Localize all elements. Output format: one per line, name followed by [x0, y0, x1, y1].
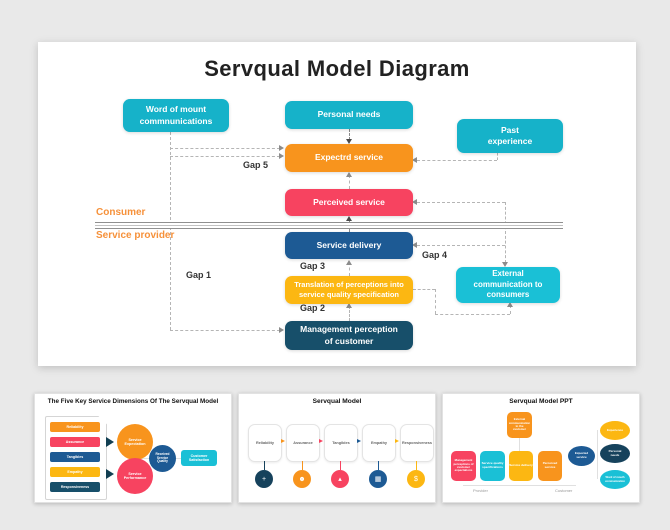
empathy-icon: ▦ — [369, 470, 387, 488]
service-delivery-box: Service delivery — [509, 451, 533, 481]
personal-needs-box: Personal needs — [285, 101, 413, 129]
provider-label: Provider — [473, 488, 488, 493]
thumb1-title: The Five Key Service Dimensions Of The S… — [47, 398, 219, 405]
connector-wom-expected-2 — [170, 156, 280, 157]
arrow-icon — [319, 439, 323, 443]
connector-translation-external-4 — [510, 305, 511, 314]
experience-ellipse: Experience — [600, 421, 630, 440]
arrow-icon — [395, 439, 399, 443]
connector — [463, 485, 576, 486]
external-communication-box: External communication to consumers — [456, 267, 560, 303]
thumb3-title: Servqual Model PPT — [509, 398, 573, 405]
gap4-label: Gap 4 — [422, 250, 448, 260]
dimension-bar: Assurance — [50, 437, 100, 447]
connector — [597, 430, 598, 479]
tangibles-icon: ▴ — [331, 470, 349, 488]
item-box: Reliability — [248, 424, 282, 462]
customer-label: Customer — [555, 488, 573, 493]
gap1-label: Gap 1 — [186, 270, 212, 280]
arrow-icon — [106, 437, 114, 447]
item-box: Empathy — [362, 424, 396, 462]
arrowhead — [412, 199, 417, 205]
word-of-mouth-box: Word of mount commnunications — [123, 99, 229, 132]
connector — [302, 461, 303, 470]
arrow-icon — [281, 439, 285, 443]
management-perception-box: Management perception of customer — [285, 321, 413, 350]
customer-satisfaction-box: Customer Satisfaction — [181, 450, 217, 466]
past-experience-box: Past experience — [457, 119, 563, 153]
connector-personal-expected — [349, 129, 350, 140]
connector-management-translation — [349, 306, 350, 321]
reliability-icon: + — [255, 470, 273, 488]
gap5-label: Gap 5 — [243, 160, 269, 170]
dimension-bar: Responsiveness — [50, 482, 100, 492]
connector-translation-external-2 — [435, 289, 436, 314]
connector — [416, 461, 417, 470]
connector-wom-expected-1 — [170, 148, 280, 149]
dimension-bar: Reliability — [50, 422, 100, 432]
arrowhead — [412, 157, 417, 163]
assurance-icon: ☻ — [293, 470, 311, 488]
arrow-icon — [106, 469, 114, 479]
connector-gap1-management — [170, 330, 280, 331]
external-communication-box: External communication to the customer — [507, 412, 532, 438]
word-of-mouth-ellipse: Word of mouth communication — [600, 470, 630, 489]
arrowhead — [346, 172, 352, 177]
thumb2-title: Servqual Model — [312, 398, 362, 405]
received-quality-circle: Received Service Quality — [149, 445, 176, 472]
dimension-bar: Empathy — [50, 467, 100, 477]
service-provider-label: Service provider — [96, 230, 175, 241]
management-box: Management perceptions of customer expec… — [451, 451, 476, 481]
main-slide: Servqual Model Diagram Consumer Service … — [38, 42, 636, 366]
slide-title: Servqual Model Diagram — [204, 56, 470, 81]
service-performance-circle: Service Performance — [117, 458, 153, 494]
item-box: Tangibles — [324, 424, 358, 462]
connector — [340, 461, 341, 470]
connector — [264, 461, 265, 470]
arrowhead — [412, 242, 417, 248]
arrowhead — [279, 327, 284, 333]
expected-service-box: Expectrd service — [285, 144, 413, 172]
connector-translation-external-1 — [413, 289, 435, 290]
item-box: Responsiveness — [400, 424, 434, 462]
connector-external-perceived — [417, 202, 505, 203]
perceived-service-box: Perceived service — [285, 189, 413, 216]
arrowhead — [279, 153, 284, 159]
thumbnail-slide-2[interactable]: Servqual Model Reliability Assurance Tan… — [238, 393, 436, 503]
service-expectation-circle: Service Expectation — [117, 424, 153, 460]
connector-pastexp-stub — [497, 153, 498, 160]
arrowhead — [346, 303, 352, 308]
connector-translation-delivery — [349, 262, 350, 276]
connector-left-vertical — [170, 132, 171, 330]
connector — [378, 461, 379, 470]
responsiveness-icon: $ — [407, 470, 425, 488]
arrowhead — [279, 145, 284, 151]
item-box: Assurance — [286, 424, 320, 462]
thumbnail-slide-1[interactable]: The Five Key Service Dimensions Of The S… — [34, 393, 232, 503]
arrowhead — [507, 302, 513, 307]
connector — [519, 438, 520, 451]
consumer-label: Consumer — [96, 207, 146, 218]
connector-pastexp-expected — [417, 160, 497, 161]
perceived-service-box: Perceived service — [538, 451, 562, 481]
personal-needs-ellipse: Personal needs — [600, 444, 630, 463]
dimension-bar: Tangibles — [50, 452, 100, 462]
connector-gap4 — [417, 245, 505, 246]
arrowhead — [502, 262, 508, 267]
translation-box: Translation of perceptions into service … — [285, 276, 413, 304]
consumer-provider-divider — [95, 222, 563, 229]
specifications-box: Service quality specifications — [480, 451, 505, 481]
gap2-label: Gap 2 — [300, 303, 326, 313]
connector-external-vertical — [505, 202, 506, 263]
connector-perceived-expected — [349, 175, 350, 189]
arrowhead — [346, 260, 352, 265]
arrowhead — [346, 139, 352, 144]
service-delivery-box: Service delivery — [285, 232, 413, 259]
thumbnail-slide-3[interactable]: Servqual Model PPT External communicatio… — [442, 393, 640, 503]
gap3-label: Gap 3 — [300, 261, 326, 271]
expected-service-ellipse: Expected service — [568, 446, 595, 466]
arrow-icon — [357, 439, 361, 443]
connector-translation-external-3 — [435, 314, 510, 315]
arrowhead — [346, 216, 352, 221]
